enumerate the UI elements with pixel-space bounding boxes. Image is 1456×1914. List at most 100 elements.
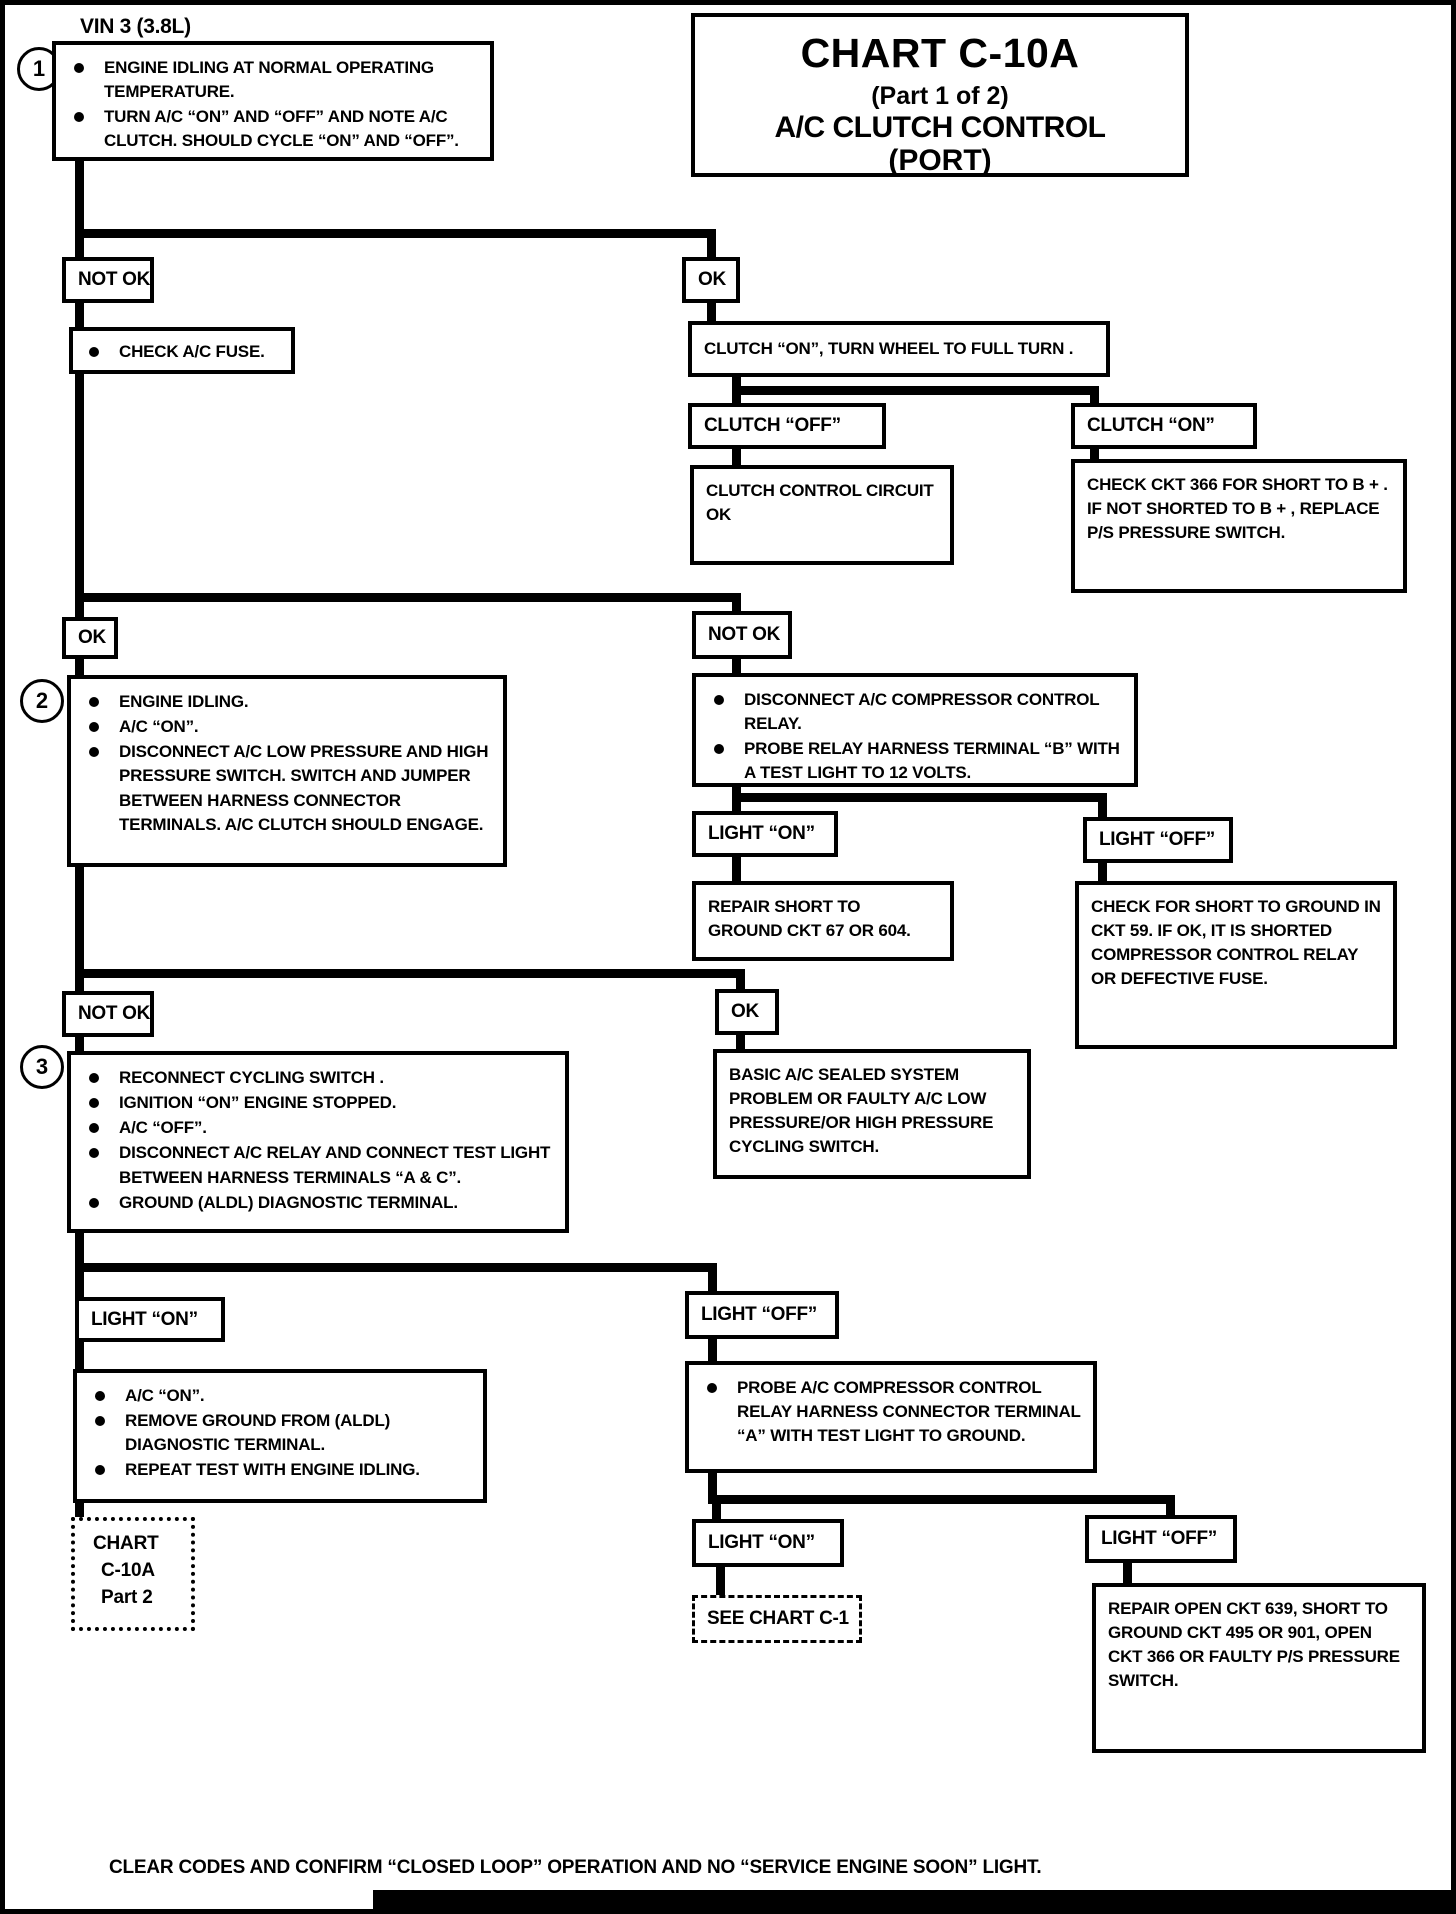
bullet-icon — [74, 63, 84, 73]
bullet-text: DISCONNECT A/C LOW PRESSURE AND HIGH PRE… — [119, 742, 489, 834]
step-1-number-text: 1 — [32, 56, 46, 81]
bullet-item: IGNITION “ON” ENGINE STOPPED. — [83, 1091, 553, 1115]
connector — [732, 787, 741, 793]
connector — [75, 969, 745, 978]
bullet-text: TURN A/C “ON” AND “OFF” AND NOTE A/C CLU… — [104, 107, 459, 151]
node-text: CLUTCH CONTROL CIRCUIT OK — [706, 481, 934, 525]
connector — [708, 1272, 717, 1291]
bullet-icon — [89, 722, 99, 733]
connector — [75, 1233, 84, 1263]
disconnect-relay-box: DISCONNECT A/C COMPRESSOR CONTROL RELAY.… — [692, 673, 1138, 787]
check-ckt-366-box: CHECK CKT 366 FOR SHORT TO B + . IF NOT … — [1071, 459, 1407, 593]
footer-instruction: CLEAR CODES AND CONFIRM “CLOSED LOOP” OP… — [109, 1857, 1042, 1878]
chart-subtitle: A/C CLUTCH CONTROL — [774, 110, 1106, 144]
connector — [75, 238, 84, 257]
node-text: REPAIR SHORT TO GROUND CKT 67 OR 604. — [708, 897, 911, 941]
connector — [732, 659, 741, 673]
bullet-icon — [714, 695, 724, 705]
bullet-item: PROBE RELAY HARNESS TERMINAL “B” WITH A … — [708, 737, 1122, 785]
connector — [75, 659, 84, 675]
decision-not-ok-1: NOT OK — [62, 257, 154, 303]
basic-sealed-system-box: BASIC A/C SEALED SYSTEM PROBLEM OR FAULT… — [713, 1049, 1031, 1179]
repair-open-ckt-639-box: REPAIR OPEN CKT 639, SHORT TO GROUND CKT… — [1092, 1583, 1426, 1753]
connector — [1090, 449, 1099, 459]
connector — [1123, 1563, 1132, 1583]
ref-text-line: C-10A — [101, 1559, 155, 1581]
bullet-item: DISCONNECT A/C RELAY AND CONNECT TEST LI… — [83, 1141, 553, 1189]
bullet-item: PROBE A/C COMPRESSOR CONTROL RELAY HARNE… — [701, 1376, 1081, 1448]
connector — [75, 229, 716, 238]
bullet-icon — [89, 1073, 99, 1083]
connector — [75, 867, 84, 969]
decision-light-on-4: LIGHT “ON” — [75, 1297, 225, 1342]
connector — [708, 1495, 1175, 1504]
bullet-text: ENGINE IDLING AT NORMAL OPERATING TEMPER… — [104, 58, 434, 102]
bullet-item: REMOVE GROUND FROM (ALDL) DIAGNOSTIC TER… — [89, 1409, 471, 1457]
bullet-item: A/C “OFF”. — [83, 1116, 553, 1140]
bullet-text: ENGINE IDLING. — [119, 692, 249, 711]
bottom-scan-bar — [373, 1890, 1451, 1909]
check-short-ckt-59-box: CHECK FOR SHORT TO GROUND IN CKT 59. IF … — [1075, 881, 1397, 1049]
connector — [1166, 1504, 1175, 1515]
step-2-box: ENGINE IDLING. A/C “ON”. DISCONNECT A/C … — [67, 675, 507, 867]
bullet-text: A/C “ON”. — [119, 717, 199, 737]
decision-clutch-on: CLUTCH “ON” — [1071, 403, 1257, 449]
connector — [75, 1342, 84, 1369]
vin-label: VIN 3 (3.8L) — [80, 15, 191, 38]
bullet-item: ENGINE IDLING AT NORMAL OPERATING TEMPER… — [68, 56, 478, 104]
bullet-text: CHECK A/C FUSE. — [119, 342, 265, 361]
decision-ok-2: OK — [62, 617, 118, 659]
bullet-item: A/C “ON”. — [89, 1384, 471, 1408]
clutch-on-turn-wheel-box: CLUTCH “ON”, TURN WHEEL TO FULL TURN . — [688, 321, 1110, 377]
connector — [707, 238, 716, 257]
bullet-item: TURN A/C “ON” AND “OFF” AND NOTE A/C CLU… — [68, 105, 478, 153]
node-text: CLUTCH “ON”, TURN WHEEL TO FULL TURN . — [704, 338, 1074, 358]
bullet-item: ENGINE IDLING. — [83, 690, 491, 714]
decision-light-off-2: LIGHT “OFF” — [1083, 817, 1233, 863]
connector — [1098, 802, 1107, 817]
see-chart-c1-ref-box: SEE CHART C-1 — [692, 1595, 862, 1643]
connector — [75, 1503, 84, 1517]
bullet-text: REMOVE GROUND FROM (ALDL) DIAGNOSTIC TER… — [125, 1411, 391, 1455]
decision-ok-1: OK — [682, 257, 740, 303]
bullet-item: GROUND (ALDL) DIAGNOSTIC TERMINAL. — [83, 1191, 553, 1215]
connector — [75, 593, 741, 602]
bullet-text: IGNITION “ON” ENGINE STOPPED. — [119, 1093, 397, 1113]
ac-on-retest-box: A/C “ON”. REMOVE GROUND FROM (ALDL) DIAG… — [73, 1369, 487, 1503]
node-text: CHECK CKT 366 FOR SHORT TO B + . IF NOT … — [1087, 475, 1388, 543]
bullet-text: A/C “OFF”. — [119, 1118, 207, 1138]
step-3-number-text: 3 — [35, 1054, 49, 1079]
bullet-item: DISCONNECT A/C LOW PRESSURE AND HIGH PRE… — [83, 740, 491, 837]
bullet-text: PROBE RELAY HARNESS TERMINAL “B” WITH A … — [744, 739, 1120, 783]
bullet-text: A/C “ON”. — [125, 1386, 205, 1405]
bullet-icon — [95, 1465, 105, 1476]
decision-clutch-off: CLUTCH “OFF” — [688, 403, 886, 449]
connector — [75, 161, 84, 238]
connector — [1098, 863, 1107, 881]
bullet-text: GROUND (ALDL) DIAGNOSTIC TERMINAL. — [119, 1192, 458, 1212]
connector — [732, 602, 741, 611]
decision-light-off-4: LIGHT “OFF” — [685, 1291, 839, 1339]
chart-subtitle-2: (PORT) — [888, 143, 992, 177]
connector — [708, 1473, 717, 1495]
bullet-text: REPEAT TEST WITH ENGINE IDLING. — [125, 1460, 420, 1480]
clutch-control-circuit-ok-box: CLUTCH CONTROL CIRCUIT OK — [690, 465, 954, 565]
bullet-text: DISCONNECT A/C RELAY AND CONNECT TEST LI… — [119, 1143, 551, 1187]
connector — [732, 386, 1099, 395]
step-2-number-text: 2 — [35, 688, 49, 713]
decision-light-off-5: LIGHT “OFF” — [1085, 1515, 1237, 1563]
chart-c10a-part2-ref-box: CHART C-10A Part 2 — [71, 1517, 195, 1631]
connector — [712, 1504, 721, 1519]
bullet-item: A/C “ON”. — [83, 715, 491, 739]
bullet-text: RECONNECT CYCLING SWITCH . — [119, 1068, 384, 1087]
bullet-icon — [714, 744, 724, 755]
connector — [736, 1035, 745, 1049]
bullet-icon — [89, 697, 99, 707]
chart-title-box: CHART C-10A (Part 1 of 2) A/C CLUTCH CON… — [691, 13, 1189, 177]
step-1-box: ENGINE IDLING AT NORMAL OPERATING TEMPER… — [52, 41, 494, 161]
decision-ok-3: OK — [715, 989, 779, 1035]
connector — [736, 978, 745, 989]
bullet-icon — [89, 747, 99, 758]
chart-part: (Part 1 of 2) — [871, 82, 1009, 111]
